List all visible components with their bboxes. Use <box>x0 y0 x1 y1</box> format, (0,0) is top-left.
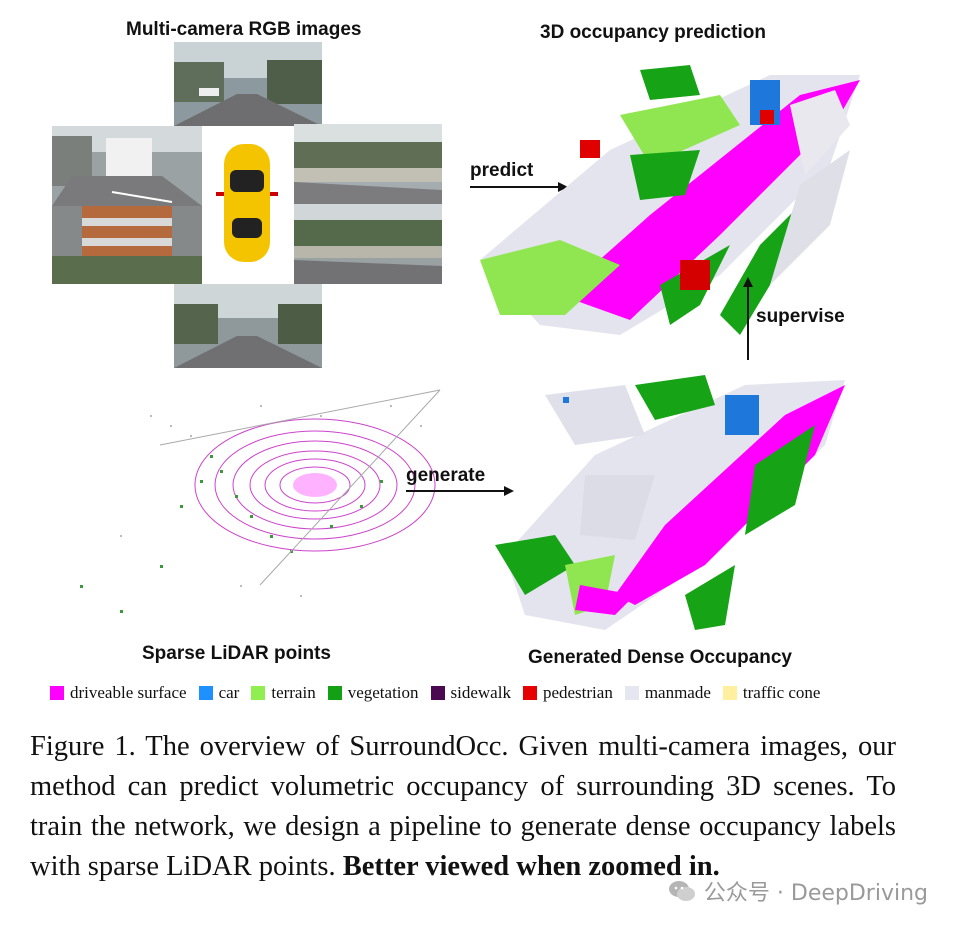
legend-label: pedestrian <box>542 683 613 702</box>
front-right-camera-image <box>294 124 442 204</box>
legend-label: vegetation <box>347 683 419 702</box>
legend-swatch <box>624 686 639 700</box>
legend-item-vegetation: vegetation <box>327 683 419 703</box>
legend-item-sidewalk: sidewalk <box>430 683 511 703</box>
legend-item-terrain: terrain <box>251 683 316 703</box>
predict-arrow <box>470 180 570 194</box>
supervise-arrow-label: supervise <box>756 306 845 327</box>
legend-swatch <box>522 686 537 700</box>
legend-label: driveable surface <box>70 683 187 702</box>
dense-panel-title: Generated Dense Occupancy <box>528 647 792 668</box>
figure-caption: Figure 1. The overview of SurroundOcc. G… <box>30 727 896 887</box>
back-left-camera-image <box>52 206 202 284</box>
legend-item-pedestrian: pedestrian <box>522 683 613 703</box>
legend-item-manmade: manmade <box>624 683 711 703</box>
camera-panel-title: Multi-camera RGB images <box>126 19 362 40</box>
class-legend: driveable surface car terrain vegetation… <box>50 680 832 706</box>
occupancy-prediction-render <box>470 55 865 345</box>
legend-label: traffic cone <box>742 683 821 702</box>
lidar-point-cloud <box>60 385 445 630</box>
lidar-panel-title: Sparse LiDAR points <box>142 643 331 664</box>
watermark: 公众号 · DeepDriving <box>668 875 928 907</box>
front-left-camera-image <box>52 126 202 206</box>
legend-item-driveable-surface: driveable surface <box>50 683 187 703</box>
back-camera-image <box>174 284 322 368</box>
legend-label: terrain <box>271 683 316 702</box>
prediction-panel-title: 3D occupancy prediction <box>540 22 766 43</box>
caption-bold-note: Better viewed when zoomed in. <box>342 851 720 882</box>
supervise-arrow <box>741 275 755 360</box>
legend-label: sidewalk <box>450 683 511 702</box>
back-right-camera-image <box>294 204 442 284</box>
wechat-icon <box>668 881 695 901</box>
legend-swatch <box>198 686 213 700</box>
legend-label: car <box>218 683 240 702</box>
legend-label: manmade <box>644 683 711 702</box>
dense-occupancy-render <box>485 365 855 640</box>
legend-item-car: car <box>198 683 240 703</box>
legend-swatch <box>430 686 445 700</box>
generate-arrow <box>406 484 516 498</box>
ego-car-icon <box>202 126 294 284</box>
watermark-text: 公众号 · DeepDriving <box>703 881 928 906</box>
legend-swatch <box>327 686 342 700</box>
legend-swatch <box>251 686 266 700</box>
camera-image-grid <box>52 42 442 370</box>
front-camera-image <box>174 42 322 126</box>
predict-arrow-label: predict <box>470 160 534 181</box>
caption-text: Figure 1. The overview of SurroundOcc. G… <box>30 731 896 882</box>
generate-arrow-label: generate <box>406 465 486 486</box>
legend-item-traffic-cone: traffic cone <box>722 683 821 703</box>
legend-swatch <box>50 686 64 700</box>
legend-swatch <box>722 686 737 700</box>
